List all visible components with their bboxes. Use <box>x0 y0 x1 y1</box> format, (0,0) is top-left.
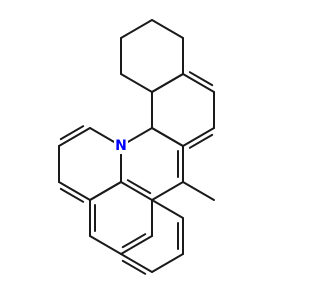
ring-c-bond-0 <box>151 127 184 147</box>
ring-c-bond-2 <box>151 181 184 201</box>
ring-a-bond-0 <box>120 19 153 39</box>
ring-a-bond-1 <box>151 19 184 39</box>
ring-f-double-3 <box>121 259 147 275</box>
ring-f-bond-3 <box>120 253 153 273</box>
ring-d-double-4 <box>59 125 85 141</box>
ring-d-double-2 <box>59 187 85 203</box>
structure-canvas: N <box>58 19 215 275</box>
molecule-structure-diagram: N <box>58 19 215 275</box>
ring-b-double-2 <box>188 133 214 149</box>
ring-b-double-0 <box>188 71 214 87</box>
ring-d-bond-4 <box>58 127 91 147</box>
ring-f-bond-0 <box>151 199 184 219</box>
ring-b-bond-2 <box>182 127 215 147</box>
ring-c-bond-3 <box>120 181 153 201</box>
ring-f-bond-2 <box>151 253 184 273</box>
ring-e-bond-2 <box>89 235 122 255</box>
methyl-bond <box>182 181 215 201</box>
ring-d-bond-2 <box>58 181 91 201</box>
nitrogen-atom-label: N <box>115 138 127 154</box>
atom-labels-layer: N <box>114 138 128 154</box>
ring-e-bond-4 <box>89 181 122 201</box>
ring-c-double-3 <box>126 179 152 195</box>
ring-a-bond-4 <box>120 73 153 93</box>
nitrogen-label-background <box>114 138 128 154</box>
ring-e-bond-1 <box>120 235 153 255</box>
ring-e-double-1 <box>121 233 147 249</box>
bonds-layer <box>58 19 215 275</box>
ring-b-bond-5 <box>151 73 184 93</box>
ring-b-bond-0 <box>182 73 215 93</box>
